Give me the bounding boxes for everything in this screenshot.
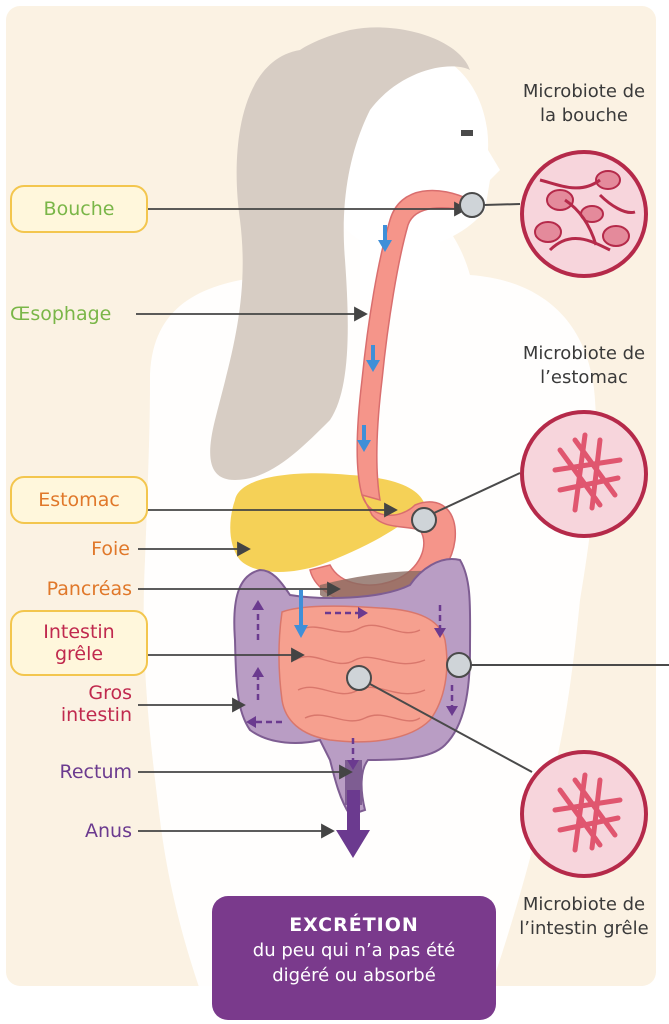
label-gros-intestin-line2: intestin [40, 704, 132, 726]
microbiote-estomac-line2: l’estomac [499, 366, 669, 390]
microbiote-circle-estomac [522, 412, 646, 536]
eye [461, 130, 473, 136]
microbiote-intestin-line2: l’intestin grêle [499, 917, 669, 941]
label-rectum: Rectum [20, 761, 132, 783]
microbiote-intestin-line1: Microbiote de [499, 893, 669, 917]
label-intestin-grele-line2: grêle [55, 643, 103, 665]
microbiote-intestin-label: Microbiote de l’intestin grêle [499, 893, 669, 941]
microbiote-estomac-label: Microbiote de l’estomac [499, 342, 669, 390]
label-estomac: Estomac [10, 476, 148, 524]
label-anus: Anus [40, 820, 132, 842]
label-intestin-grele: Intestin grêle [10, 610, 148, 676]
microbiote-bouche-line2: la bouche [499, 104, 669, 128]
excretion-line2: digéré ou absorbé [212, 963, 496, 988]
label-oesophage: Œsophage [10, 303, 111, 325]
microbiote-estomac-line1: Microbiote de [499, 342, 669, 366]
microbiote-circle-bouche [522, 152, 646, 276]
excretion-title: EXCRÉTION [212, 912, 496, 938]
microbiote-circle-intestin [522, 752, 646, 876]
label-gros-intestin-line1: Gros [40, 682, 132, 704]
label-intestin-grele-line1: Intestin [43, 621, 114, 643]
label-gros-intestin: Gros intestin [40, 682, 132, 726]
microbiote-bouche-label: Microbiote de la bouche [499, 80, 669, 128]
excretion-box: EXCRÉTION du peu qui n’a pas été digéré … [212, 896, 496, 1020]
label-pancreas: Pancréas [20, 578, 132, 600]
excretion-line1: du peu qui n’a pas été [212, 938, 496, 963]
label-bouche: Bouche [10, 185, 148, 233]
microbiote-bouche-line1: Microbiote de [499, 80, 669, 104]
label-foie: Foie [60, 538, 130, 560]
